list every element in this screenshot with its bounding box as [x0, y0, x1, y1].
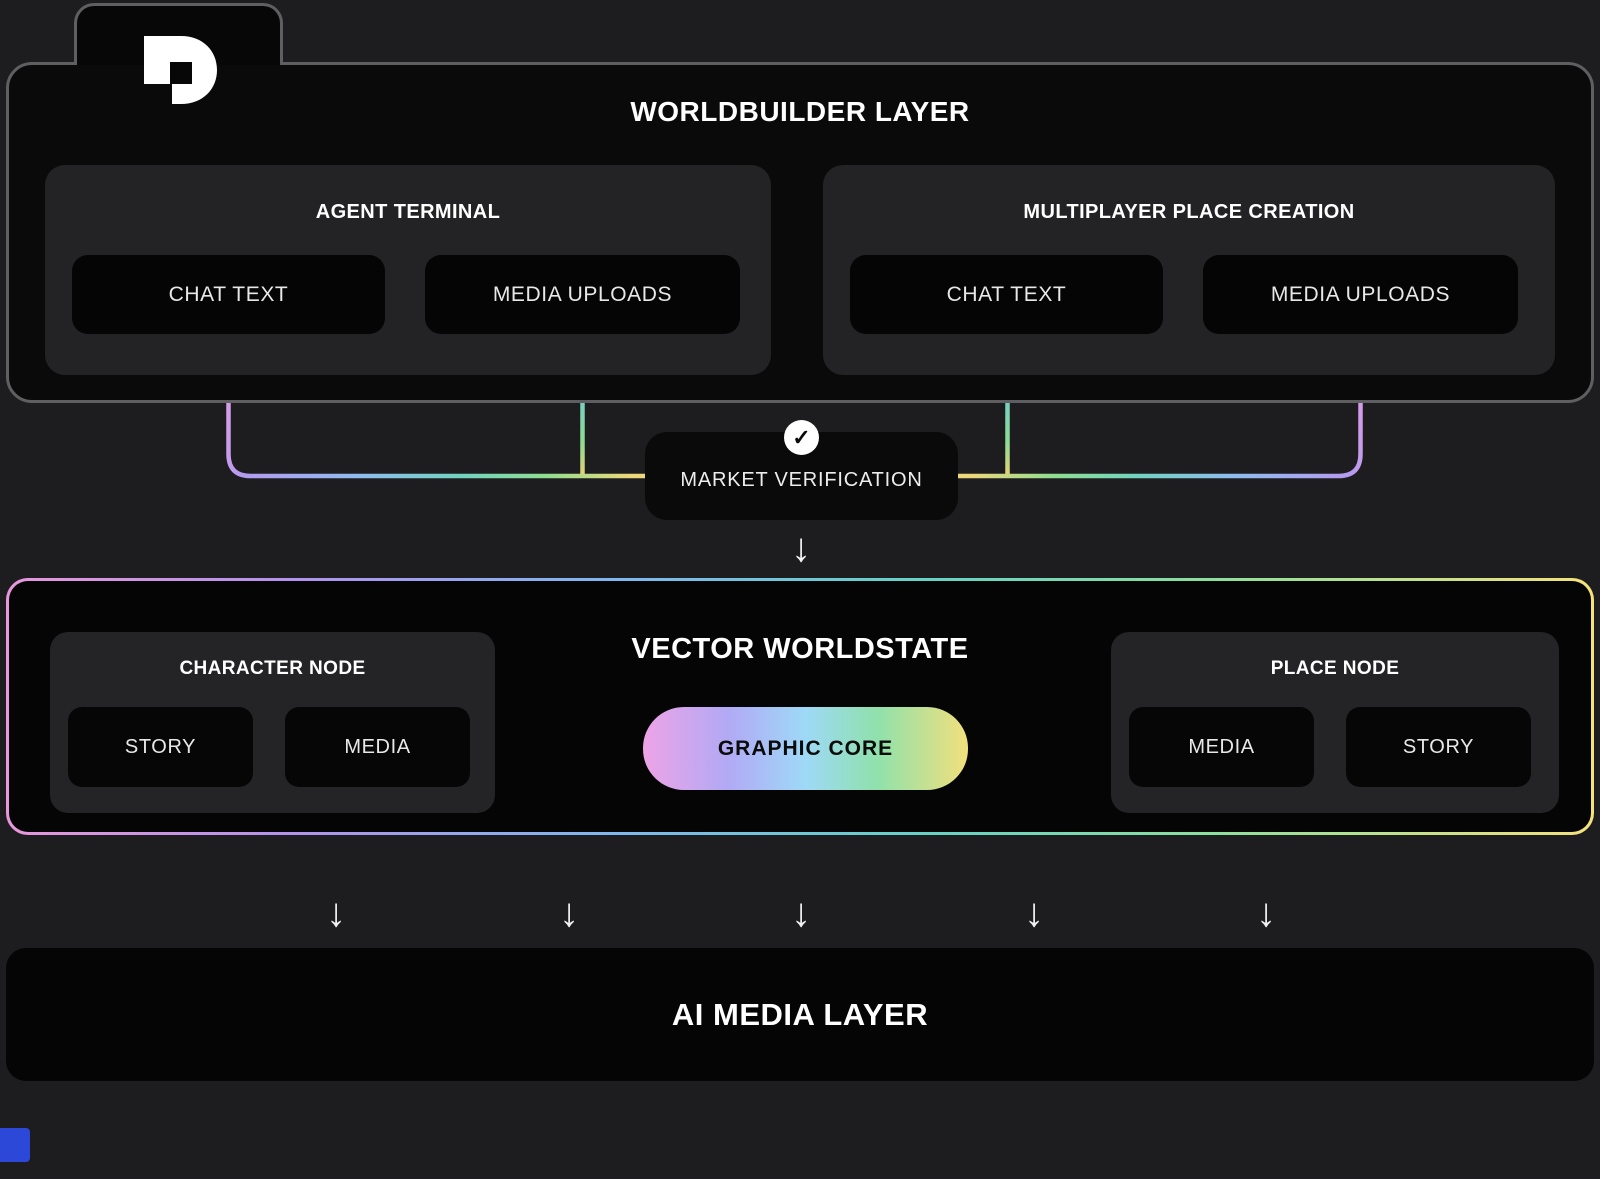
agent-terminal-panel: AGENT TERMINAL CHAT TEXT MEDIA UPLOADS: [45, 165, 771, 375]
bottom-left-accent-bar: [0, 1128, 30, 1162]
agent-media-uploads-chip: MEDIA UPLOADS: [425, 255, 740, 334]
place-story-label: STORY: [1402, 735, 1475, 758]
agent-chat-text-chip: CHAT TEXT: [72, 255, 385, 334]
down-arrow-icon-2: ↓: [559, 891, 579, 935]
graphic-core-pill: GRAPHIC CORE: [643, 707, 968, 790]
vector-worldstate-inner: VECTOR WORLDSTATE CHARACTER NODE STORY M…: [9, 581, 1591, 832]
down-arrow-icon: ↓: [791, 526, 811, 570]
place-node: PLACE NODE MEDIA STORY: [1111, 632, 1559, 813]
down-arrow-icon-4: ↓: [1024, 891, 1044, 935]
vector-worldstate-title: VECTOR WORLDSTATE: [631, 633, 969, 665]
agent-chat-text-label: CHAT TEXT: [168, 282, 289, 306]
check-glyph: ✓: [792, 424, 811, 450]
down-arrow-icon-5: ↓: [1256, 891, 1276, 935]
multiplayer-title: MULTIPLAYER PLACE CREATION: [1023, 201, 1355, 223]
place-node-title: PLACE NODE: [1270, 658, 1400, 679]
multiplayer-chat-text-chip: CHAT TEXT: [850, 255, 1163, 334]
character-node-title: CHARACTER NODE: [179, 658, 366, 679]
place-story-chip: STORY: [1346, 707, 1531, 787]
multiplayer-media-uploads-chip: MEDIA UPLOADS: [1203, 255, 1518, 334]
graphic-core-label: GRAPHIC CORE: [717, 736, 894, 760]
d-mark-logo: [144, 36, 217, 104]
multiplayer-place-creation-panel: MULTIPLAYER PLACE CREATION CHAT TEXT MED…: [823, 165, 1555, 375]
down-arrow-icon-3: ↓: [791, 891, 811, 935]
check-circle-icon: ✓: [784, 420, 819, 455]
ai-media-layer-box: AI MEDIA LAYER: [6, 948, 1594, 1081]
place-media-chip: MEDIA: [1129, 707, 1314, 787]
character-story-chip: STORY: [68, 707, 253, 787]
character-node: CHARACTER NODE STORY MEDIA: [50, 632, 495, 813]
character-media-chip: MEDIA: [285, 707, 470, 787]
character-story-label: STORY: [124, 735, 197, 758]
market-verification-label: MARKET VERIFICATION: [680, 468, 923, 491]
multiplayer-media-uploads-label: MEDIA UPLOADS: [1270, 282, 1451, 306]
agent-terminal-title: AGENT TERMINAL: [315, 201, 501, 223]
vector-worldstate-box: VECTOR WORLDSTATE CHARACTER NODE STORY M…: [6, 578, 1594, 835]
multiplayer-chat-text-label: CHAT TEXT: [946, 282, 1067, 306]
ai-media-layer-title: AI MEDIA LAYER: [671, 996, 929, 1032]
agent-media-uploads-label: MEDIA UPLOADS: [492, 282, 673, 306]
character-media-label: MEDIA: [344, 735, 411, 758]
down-arrow-icon-1: ↓: [326, 891, 346, 935]
worldbuilder-layer-title: WORLDBUILDER LAYER: [630, 96, 970, 127]
place-media-label: MEDIA: [1188, 735, 1255, 758]
